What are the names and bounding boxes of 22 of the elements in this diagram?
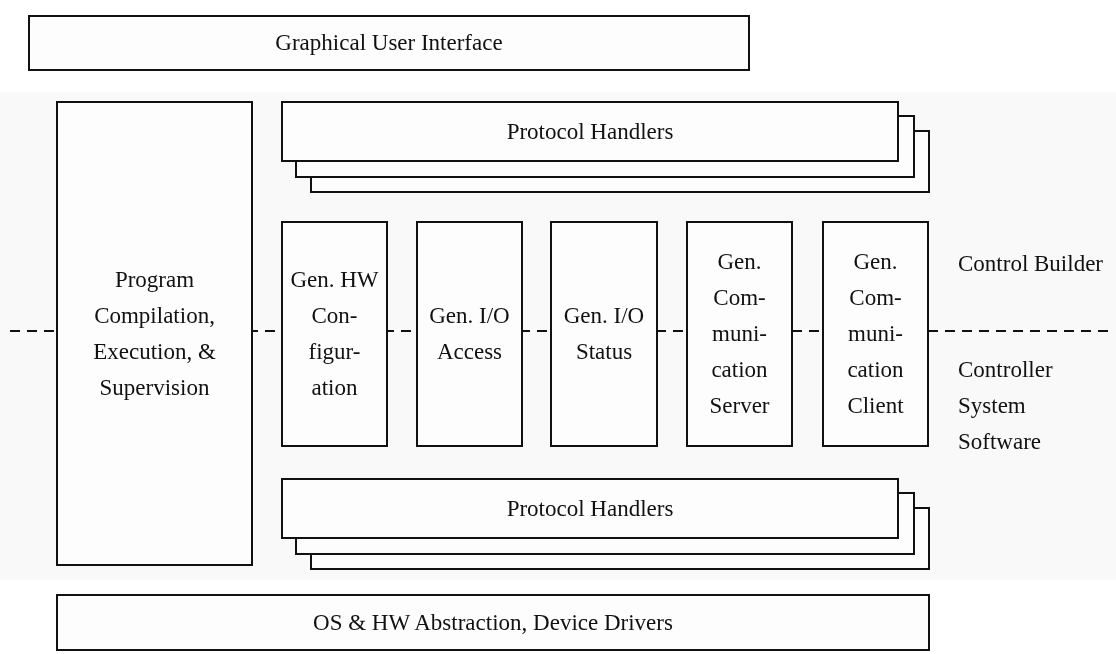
- module-label: Gen. Com- muni- cation Server: [708, 248, 771, 420]
- module-label: Protocol Handlers: [505, 494, 675, 523]
- module-label: OS & HW Abstraction, Device Drivers: [312, 608, 674, 637]
- module-box: [281, 478, 899, 539]
- module-label: Graphical User Interface: [274, 29, 504, 57]
- module-label: Gen. Com- muni- cation Client: [846, 248, 905, 420]
- module-label: Gen. I/O Access: [428, 302, 511, 366]
- module-box: [28, 15, 750, 71]
- module-box: [281, 221, 388, 447]
- module-label: Gen. HW Con- figur- ation: [289, 266, 380, 402]
- module-box: [56, 594, 930, 651]
- module-box: [56, 101, 253, 566]
- module-box: [686, 221, 793, 447]
- module-box: [550, 221, 658, 447]
- layer-label: Controller System Software: [958, 356, 1054, 456]
- module-box: [416, 221, 523, 447]
- layer-label: Control Builder: [958, 250, 1105, 278]
- module-box: [281, 101, 899, 162]
- module-box: [822, 221, 929, 447]
- module-label: Program Compilation, Execution, & Supervision: [92, 265, 217, 402]
- module-label: Gen. I/O Status: [562, 302, 646, 366]
- module-label: Protocol Handlers: [505, 117, 675, 146]
